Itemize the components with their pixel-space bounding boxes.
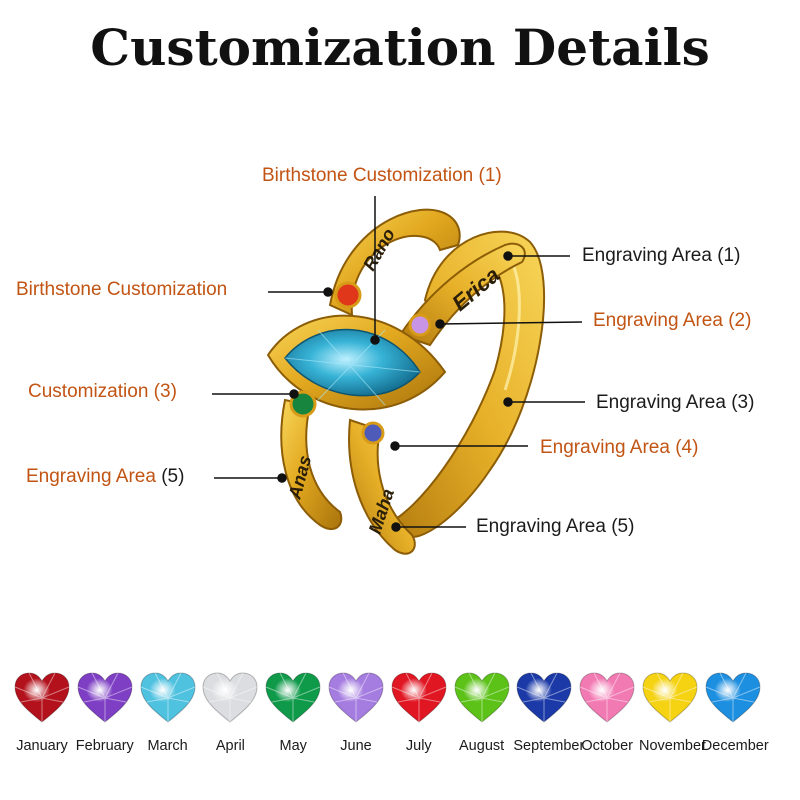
birthstone-chart: January February March April May June July Augu…: [0, 672, 800, 772]
birthstone-month-label: January: [16, 738, 68, 754]
birthstone-july: July: [388, 672, 450, 754]
birthstone-september: September: [513, 672, 585, 754]
heart-gem-icon: [454, 672, 510, 723]
ring-maha-shank: [348, 418, 416, 555]
birthstone-month-label: November: [639, 738, 706, 754]
ring-upper-shank: [328, 208, 461, 317]
ring-lower-left-shank: [280, 398, 343, 531]
birthstone-month-label: May: [279, 738, 307, 754]
birthstone-month-label: June: [340, 738, 372, 754]
birthstone-february: February: [74, 672, 136, 754]
callout-birthstone-left: Birthstone Customization: [16, 279, 228, 300]
birthstone-october: October: [576, 672, 638, 754]
birthstone-month-label: August: [459, 738, 505, 754]
birthstone-month-label: April: [215, 738, 245, 754]
birthstone-month-label: September: [513, 738, 585, 754]
heart-gem-icon: [14, 672, 70, 723]
birthstone-month-label: March: [147, 738, 188, 754]
birthstone-november: November: [639, 672, 706, 754]
birthstone-month-label: December: [701, 738, 769, 754]
heart-gem-icon: [265, 672, 321, 723]
birthstone-december: December: [701, 672, 769, 754]
birthstone-month-label: October: [581, 738, 633, 754]
heart-gem-icon: [579, 672, 635, 723]
birthstone-month-label: February: [75, 738, 134, 754]
leader-lines: [212, 196, 585, 532]
heart-gem-icon: [328, 672, 384, 723]
callout-birthstone-1: Birthstone Customization (1): [262, 165, 502, 186]
birthstone-month-label: July: [405, 738, 432, 754]
callout-engraving-4: Engraving Area (4): [540, 437, 699, 458]
stone-lavender: [408, 313, 432, 337]
heart-gem-icon: [77, 672, 133, 723]
birthstone-march: March: [137, 672, 199, 754]
birthstone-april: April: [199, 672, 261, 754]
birthstone-january: January: [11, 672, 73, 754]
callout-engraving-3: Engraving Area (3): [596, 392, 755, 413]
heart-gem-icon: [516, 672, 572, 723]
stone-green: [289, 390, 317, 418]
heart-gem-icon: [140, 672, 196, 723]
birthstone-august: August: [451, 672, 513, 754]
callout-engraving-1: Engraving Area (1): [582, 245, 741, 266]
page-title: Customization Details: [90, 18, 710, 77]
birthstone-june: June: [325, 672, 387, 754]
callout-engraving-5-right: Engraving Area (5): [476, 516, 635, 537]
heart-gem-icon: [642, 672, 698, 723]
heart-gem-icon: [202, 672, 258, 723]
ring-erica-shank: [398, 242, 526, 347]
callout-customization-3: Customization (3): [28, 381, 177, 402]
callout-engraving-5-left: Engraving Area (5): [26, 466, 185, 487]
heart-gem-icon: [391, 672, 447, 723]
birthstone-may: May: [262, 672, 324, 754]
stone-red: [334, 281, 362, 309]
stone-blue: [361, 421, 385, 445]
callout-engraving-2: Engraving Area (2): [593, 310, 752, 331]
heart-gem-icon: [705, 672, 761, 723]
